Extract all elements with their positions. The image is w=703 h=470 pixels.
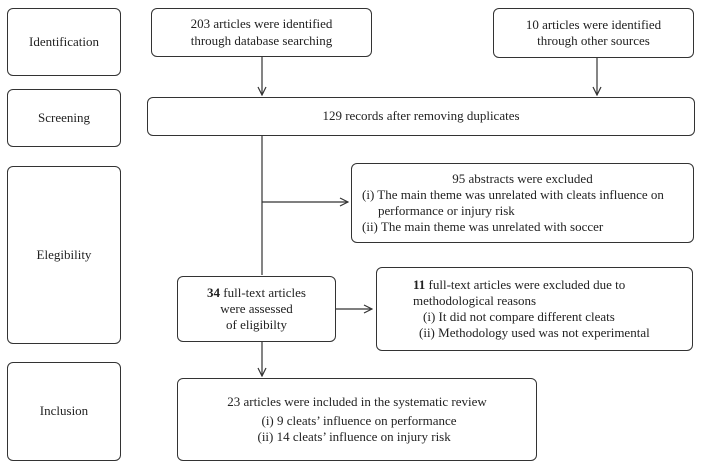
box-title: 23 articles were included in the systema… bbox=[227, 393, 487, 409]
list-item: (ii) 14 cleats’ influence on injury risk bbox=[257, 429, 451, 445]
box-text: 203 articles were identified bbox=[190, 16, 333, 32]
stage-identification: Identification bbox=[7, 8, 121, 76]
stage-eligibility: Elegibility bbox=[7, 166, 121, 344]
list-item: (i) 9 cleats’ influence on performance bbox=[261, 412, 457, 428]
screening-box: 129 records after removing duplicates bbox=[147, 97, 695, 136]
stage-label: Elegibility bbox=[36, 246, 92, 262]
box-text: full-text articles bbox=[220, 284, 306, 300]
fulltext-assessed-box: 34 full-text articles were assessed of e… bbox=[177, 276, 336, 342]
count: 34 bbox=[207, 284, 221, 300]
box-text: 129 records after removing duplicates bbox=[322, 108, 520, 124]
list-item: (i) It did not compare different cleats bbox=[423, 309, 615, 324]
box-text: 10 articles were identified bbox=[525, 16, 662, 32]
box-text: full-text articles were excluded due to bbox=[425, 276, 626, 292]
box-title: 95 abstracts were excluded bbox=[452, 170, 593, 186]
list-item: (ii) Methodology used was not experiment… bbox=[419, 325, 650, 341]
identified-other-box: 10 articles were identified through othe… bbox=[493, 8, 694, 58]
list-item: (ii) The main theme was unrelated with s… bbox=[362, 219, 604, 235]
stage-label: Identification bbox=[28, 33, 100, 49]
count: 11 bbox=[413, 276, 426, 292]
stage-inclusion: Inclusion bbox=[7, 362, 121, 461]
box-text: through other sources bbox=[537, 33, 650, 48]
stage-screening: Screening bbox=[7, 89, 121, 147]
box-text: of eligibilty bbox=[225, 317, 288, 333]
list-item: (i) The main theme was unrelated with cl… bbox=[362, 186, 664, 218]
stage-label: Inclusion bbox=[39, 403, 89, 419]
abstracts-excluded-box: 95 abstracts were excluded (i) The main … bbox=[351, 163, 694, 243]
box-text: methodological reasons bbox=[413, 292, 537, 308]
stage-label: Screening bbox=[38, 109, 90, 125]
included-box: 23 articles were included in the systema… bbox=[177, 378, 537, 461]
box-text: through database searching bbox=[190, 32, 333, 48]
box-text: were assessed bbox=[220, 300, 293, 316]
fulltext-excluded-box: 11 full-text articles were excluded due … bbox=[376, 267, 693, 351]
identified-database-box: 203 articles were identified through dat… bbox=[151, 8, 372, 57]
